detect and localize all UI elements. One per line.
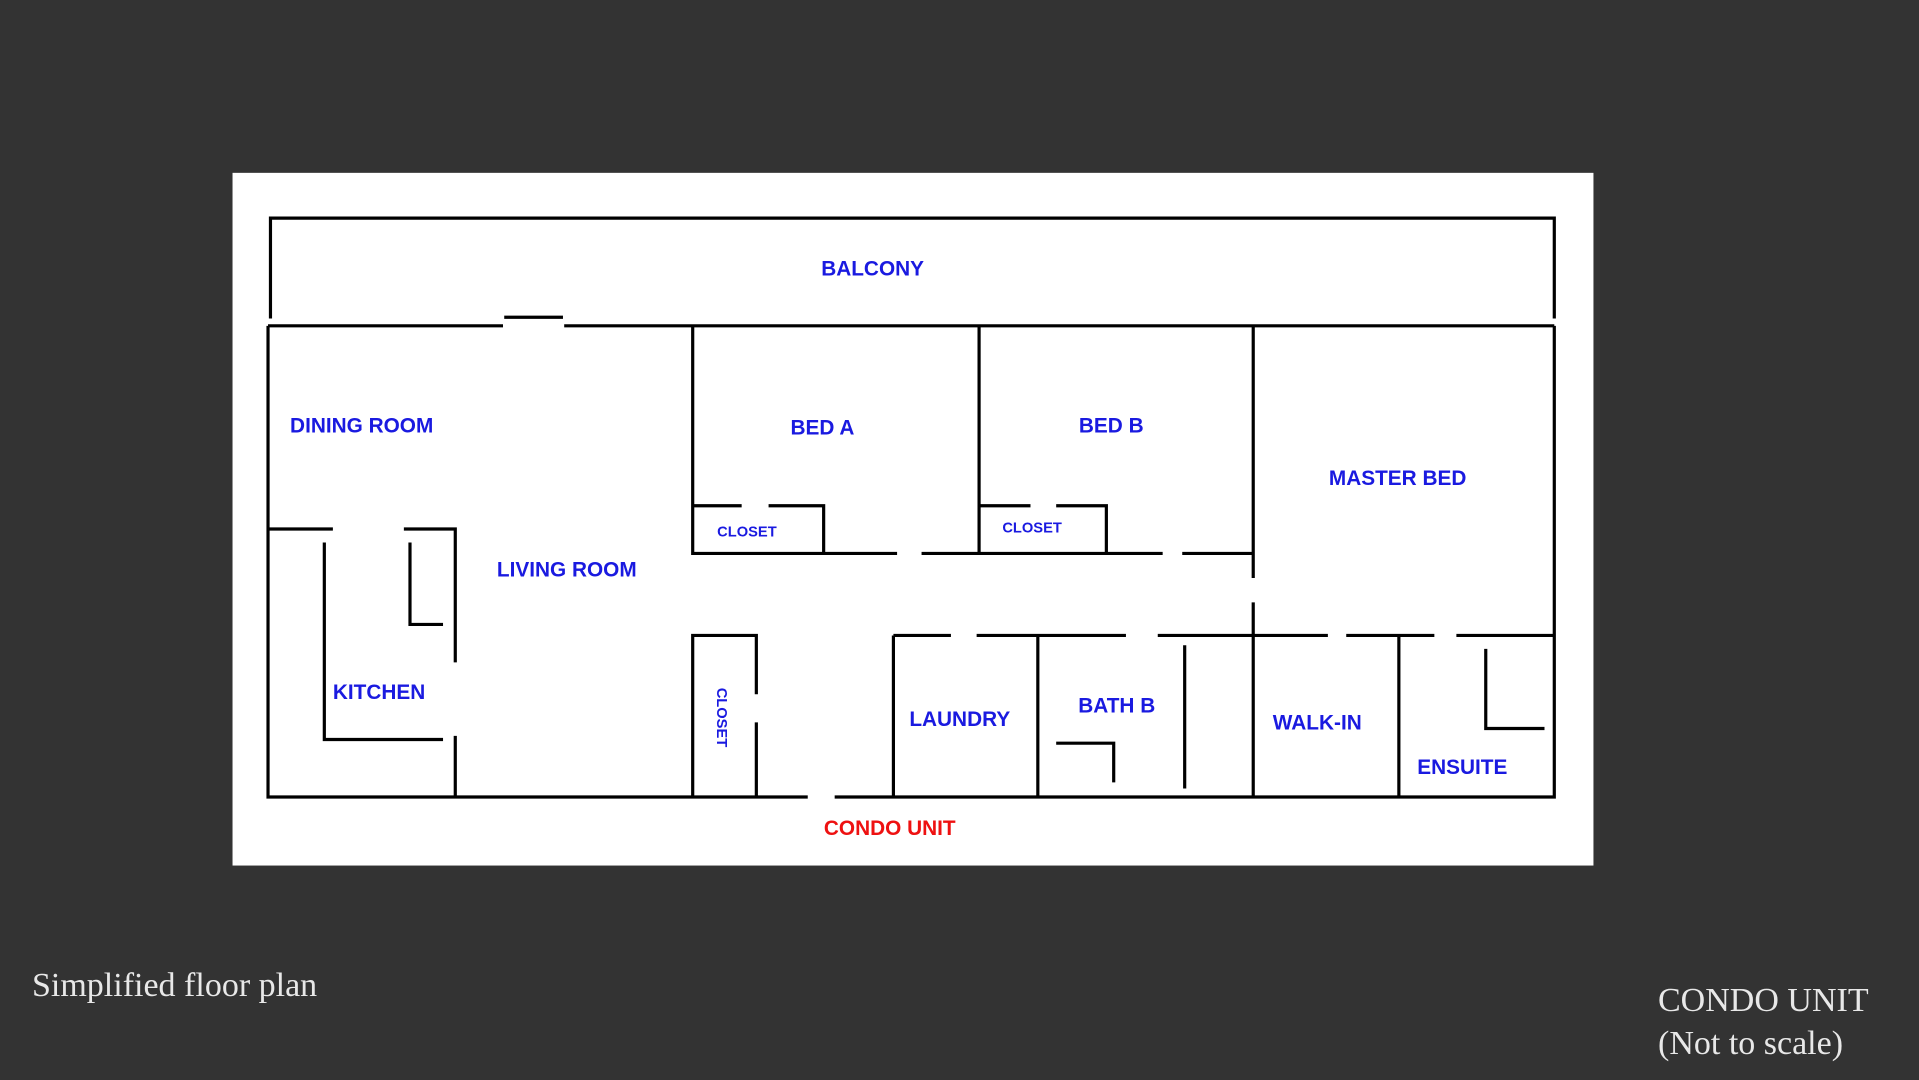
plan-canvas: [232, 172, 1594, 866]
room-label-closet-a: CLOSET: [717, 524, 777, 540]
room-label-ensuite: ENSUITE: [1417, 756, 1507, 779]
room-label-bath-b: BATH B: [1078, 695, 1155, 718]
bed-b-walls: [977, 325, 1108, 554]
caption-left: Simplified floor plan: [32, 967, 318, 1004]
room-label-closet-b: CLOSET: [1002, 521, 1062, 537]
room-label-bed-b: BED B: [1079, 414, 1144, 437]
caption-right-title: CONDO UNIT: [1658, 982, 1869, 1019]
walls: [266, 216, 1556, 799]
room-label-bed-a: BED A: [790, 417, 854, 440]
room-label-closet-hall: CLOSET: [713, 688, 729, 748]
room-label-living: LIVING ROOM: [497, 559, 637, 582]
room-label-balcony: BALCONY: [821, 258, 924, 281]
balcony-outline: [268, 216, 1556, 319]
hall-closet-walls: [691, 633, 758, 798]
ensuite-walls: [1397, 635, 1545, 798]
caption-right: CONDO UNIT (Not to scale): [1658, 980, 1869, 1065]
room-label-master: MASTER BED: [1329, 467, 1467, 490]
room-label-kitchen: KITCHEN: [333, 681, 425, 704]
caption-right-note: (Not to scale): [1658, 1024, 1844, 1062]
outer-walls: [266, 325, 1556, 799]
unit-label: CONDO UNIT: [824, 817, 956, 840]
bed-a-walls: [691, 325, 1254, 556]
room-label-laundry: LAUNDRY: [909, 708, 1010, 731]
kitchen-walls: [268, 527, 457, 798]
room-label-dining: DINING ROOM: [290, 414, 433, 437]
laundry-bath-walls: [891, 635, 1187, 798]
room-label-walk-in: WALK-IN: [1273, 712, 1362, 735]
